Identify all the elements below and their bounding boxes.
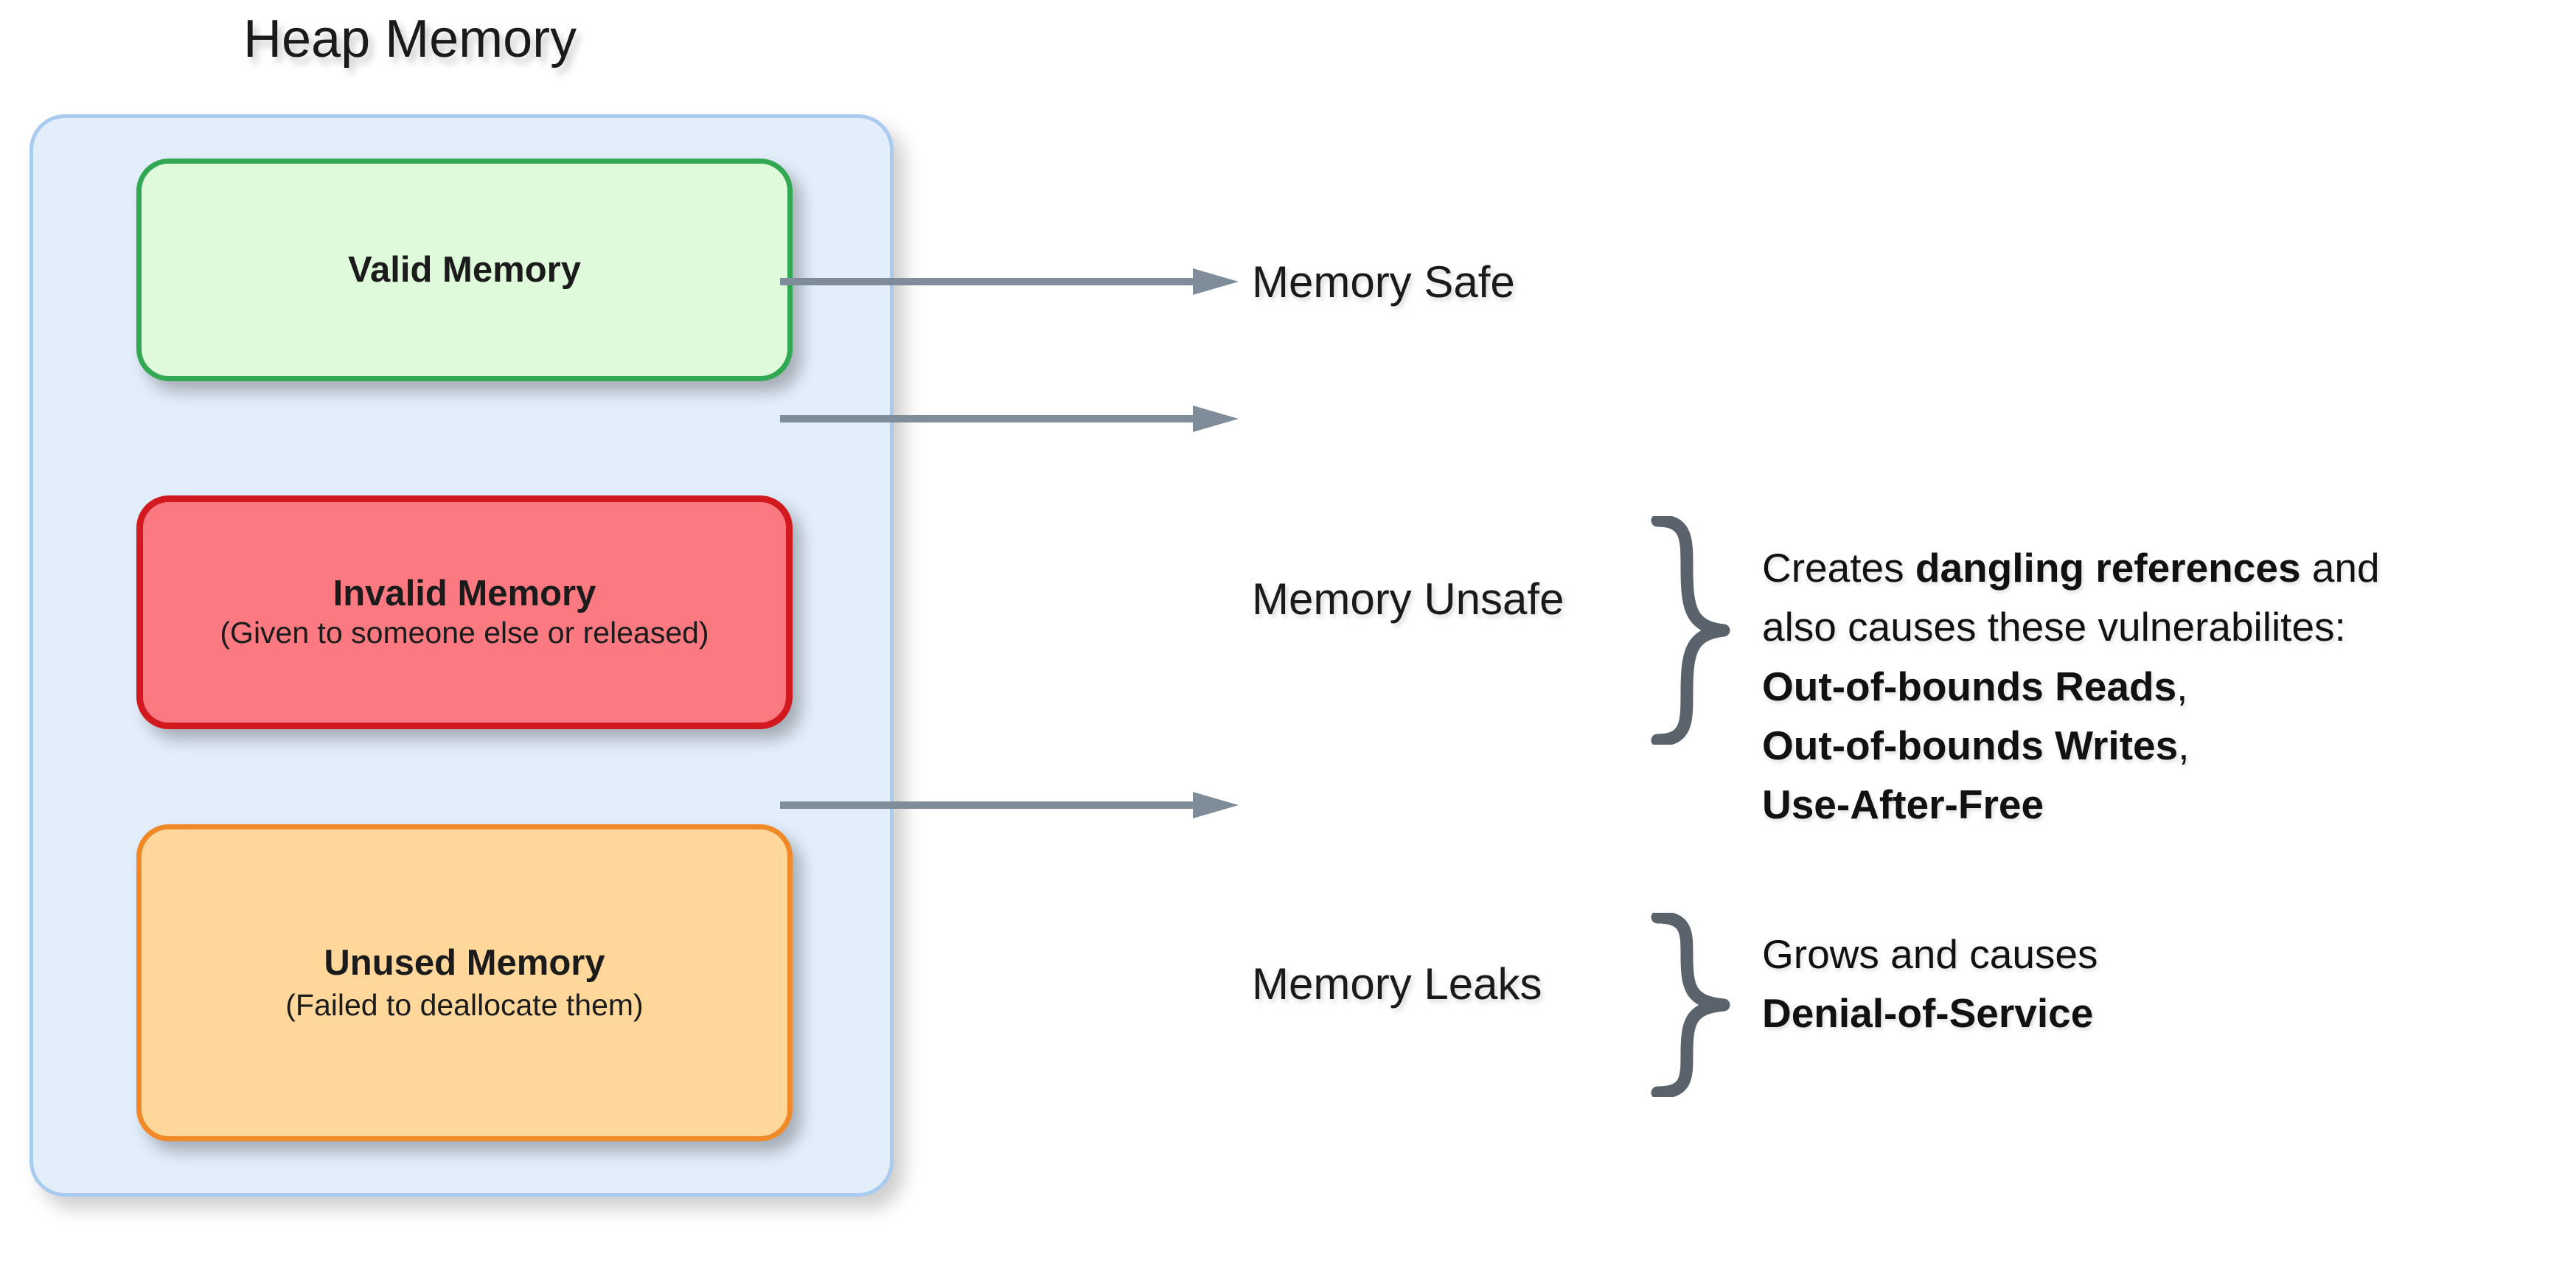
detail-text: ,: [2178, 722, 2190, 768]
valid-memory-title: Valid Memory: [348, 249, 581, 290]
detail-line: Denial-of-Service: [1762, 984, 2566, 1043]
outcome-label-memory-leaks: Memory Leaks: [1252, 959, 1542, 1009]
arrow-to-memory-unsafe-icon: [780, 406, 1239, 432]
memory-unsafe-details: Creates dangling references and also cau…: [1762, 538, 2566, 834]
invalid-memory-subtitle: (Given to someone else or released): [220, 616, 709, 650]
detail-line: Creates dangling references and: [1762, 538, 2566, 597]
detail-line: Use-After-Free: [1762, 775, 2566, 834]
outcome-label-memory-unsafe: Memory Unsafe: [1252, 574, 1564, 624]
detail-line: Out-of-bounds Reads,: [1762, 657, 2566, 716]
detail-line: also causes these vulnerabilites:: [1762, 604, 2346, 650]
unused-memory-title: Unused Memory: [324, 942, 605, 983]
outcome-label-memory-safe: Memory Safe: [1252, 257, 1515, 307]
vuln-out-of-bounds-writes: Out-of-bounds Writes: [1762, 722, 2179, 768]
curly-brace-icon: [1651, 913, 1730, 1097]
unused-memory-subtitle: (Failed to deallocate them): [285, 987, 644, 1022]
curly-brace-icon: [1651, 516, 1730, 745]
detail-line: Out-of-bounds Writes,: [1762, 716, 2566, 775]
arrow-to-memory-safe-icon: [780, 268, 1239, 295]
detail-line: Grows and causes: [1762, 931, 2098, 977]
page-title: Heap Memory: [243, 10, 577, 69]
detail-bold: dangling references: [1915, 545, 2301, 591]
valid-memory-box[interactable]: Valid Memory: [136, 159, 793, 381]
memory-leaks-details: Grows and causes Denial-of-Service: [1762, 925, 2566, 1043]
invalid-memory-box[interactable]: Invalid Memory (Given to someone else or…: [136, 495, 793, 729]
arrow-to-memory-leaks-icon: [780, 792, 1239, 818]
detail-text: ,: [2176, 663, 2188, 709]
vuln-out-of-bounds-reads: Out-of-bounds Reads: [1762, 663, 2177, 709]
invalid-memory-title: Invalid Memory: [333, 574, 596, 614]
vuln-use-after-free: Use-After-Free: [1762, 782, 2044, 828]
vuln-denial-of-service: Denial-of-Service: [1762, 990, 2094, 1037]
unused-memory-box[interactable]: Unused Memory (Failed to deallocate them…: [136, 824, 793, 1141]
detail-text: Creates: [1762, 545, 1915, 591]
detail-text: and: [2300, 545, 2380, 591]
